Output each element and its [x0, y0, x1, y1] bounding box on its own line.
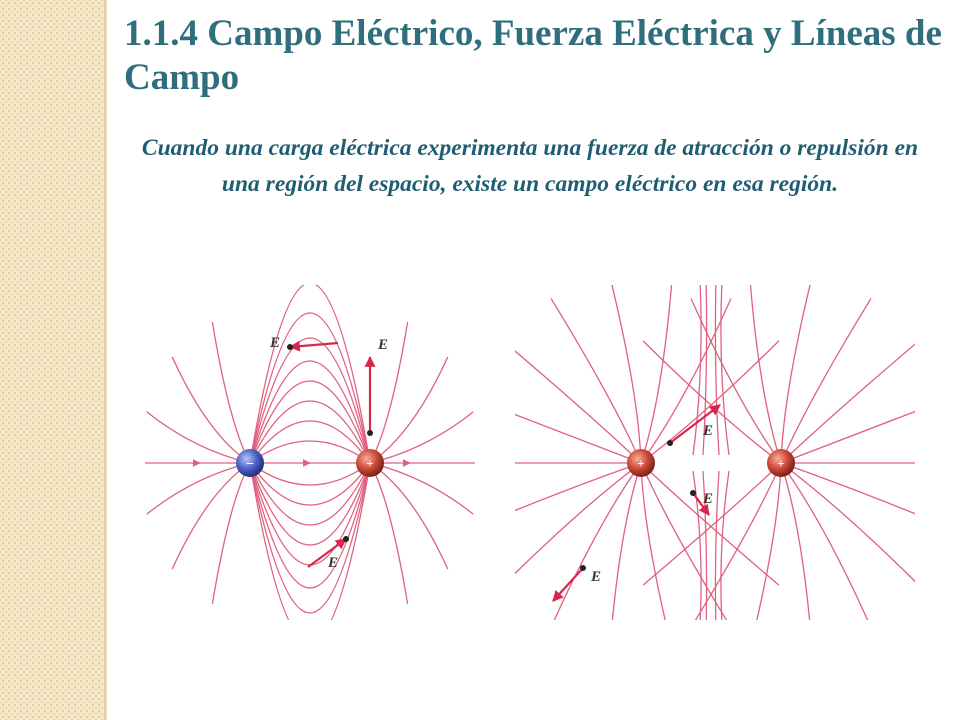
field-line [720, 285, 730, 456]
field-line [640, 285, 673, 464]
test-point [287, 344, 293, 350]
test-point [690, 490, 696, 496]
field-line [249, 462, 371, 526]
field-line [249, 285, 371, 464]
dipole-field-diagram: E E E − + [110, 285, 510, 620]
field-line [249, 400, 371, 464]
field-vector-label: E [269, 335, 280, 351]
field-line [515, 462, 642, 575]
field-line [249, 462, 371, 614]
field-line [249, 462, 371, 589]
field-line [249, 312, 371, 464]
test-point [343, 536, 349, 542]
field-line [702, 470, 708, 620]
test-point [667, 440, 673, 446]
field-line [515, 462, 642, 512]
field-line [720, 470, 730, 620]
field-line [756, 462, 782, 620]
positive-charge-sign: + [777, 456, 784, 471]
field-line [553, 462, 642, 620]
field-line [714, 470, 720, 620]
field-line [515, 350, 642, 464]
slide-title: 1.1.4 Campo Eléctrico, Fuerza Eléctrica … [124, 13, 942, 98]
test-point [367, 430, 373, 436]
slide-body-text: Cuando una carga eléctrica experimenta u… [141, 135, 919, 197]
field-line [702, 285, 708, 456]
field-vector-label: E [702, 423, 713, 439]
field-line [780, 462, 811, 620]
field-line [780, 462, 915, 583]
field-line [780, 285, 811, 464]
field-line [640, 462, 780, 586]
field-line [249, 420, 371, 464]
field-vector-arrow [669, 404, 721, 444]
field-vector-label: E [327, 555, 338, 571]
positive-charge [356, 449, 384, 477]
field-line [640, 462, 666, 620]
field-line [692, 470, 702, 620]
field-line [640, 298, 732, 464]
field-line [249, 337, 371, 464]
field-vector-arrow [692, 492, 710, 516]
field-line [249, 462, 371, 486]
field-line [611, 285, 642, 464]
field-line [780, 462, 915, 515]
field-line [249, 380, 371, 464]
field-line [249, 462, 371, 546]
field-line [550, 298, 642, 464]
field-vector-label: E [702, 491, 713, 507]
field-line [611, 462, 642, 620]
sidebar-divider [104, 0, 107, 720]
field-line [249, 360, 371, 464]
field-line [780, 410, 915, 464]
field-vector-arrow [552, 567, 584, 602]
field-line [780, 462, 869, 620]
like-charges-field-diagram: E E E + + [515, 285, 915, 620]
field-line [714, 285, 720, 456]
test-point [580, 565, 586, 571]
field-vector-label: E [590, 569, 601, 585]
decorative-sidebar [0, 0, 104, 720]
field-line [515, 413, 642, 464]
negative-charge [236, 449, 264, 477]
field-line [692, 285, 702, 456]
field-vector-label: E [377, 337, 388, 353]
positive-charge-right [767, 449, 795, 477]
field-line [690, 298, 782, 464]
field-line [780, 343, 915, 464]
negative-charge-sign: − [246, 457, 254, 472]
positive-charge-left [627, 449, 655, 477]
positive-charge-sign: + [366, 456, 373, 471]
dipole-diagram-background [110, 285, 510, 620]
field-line [249, 462, 371, 620]
field-vector-arrow [307, 538, 347, 568]
field-line [642, 462, 782, 586]
field-line [694, 462, 782, 620]
field-line [249, 440, 371, 464]
positive-charge-sign: + [637, 456, 644, 471]
field-line [749, 285, 782, 464]
field-vector-arrow [288, 340, 339, 352]
field-line [249, 462, 371, 506]
field-line [780, 298, 872, 464]
field-line [640, 462, 728, 620]
